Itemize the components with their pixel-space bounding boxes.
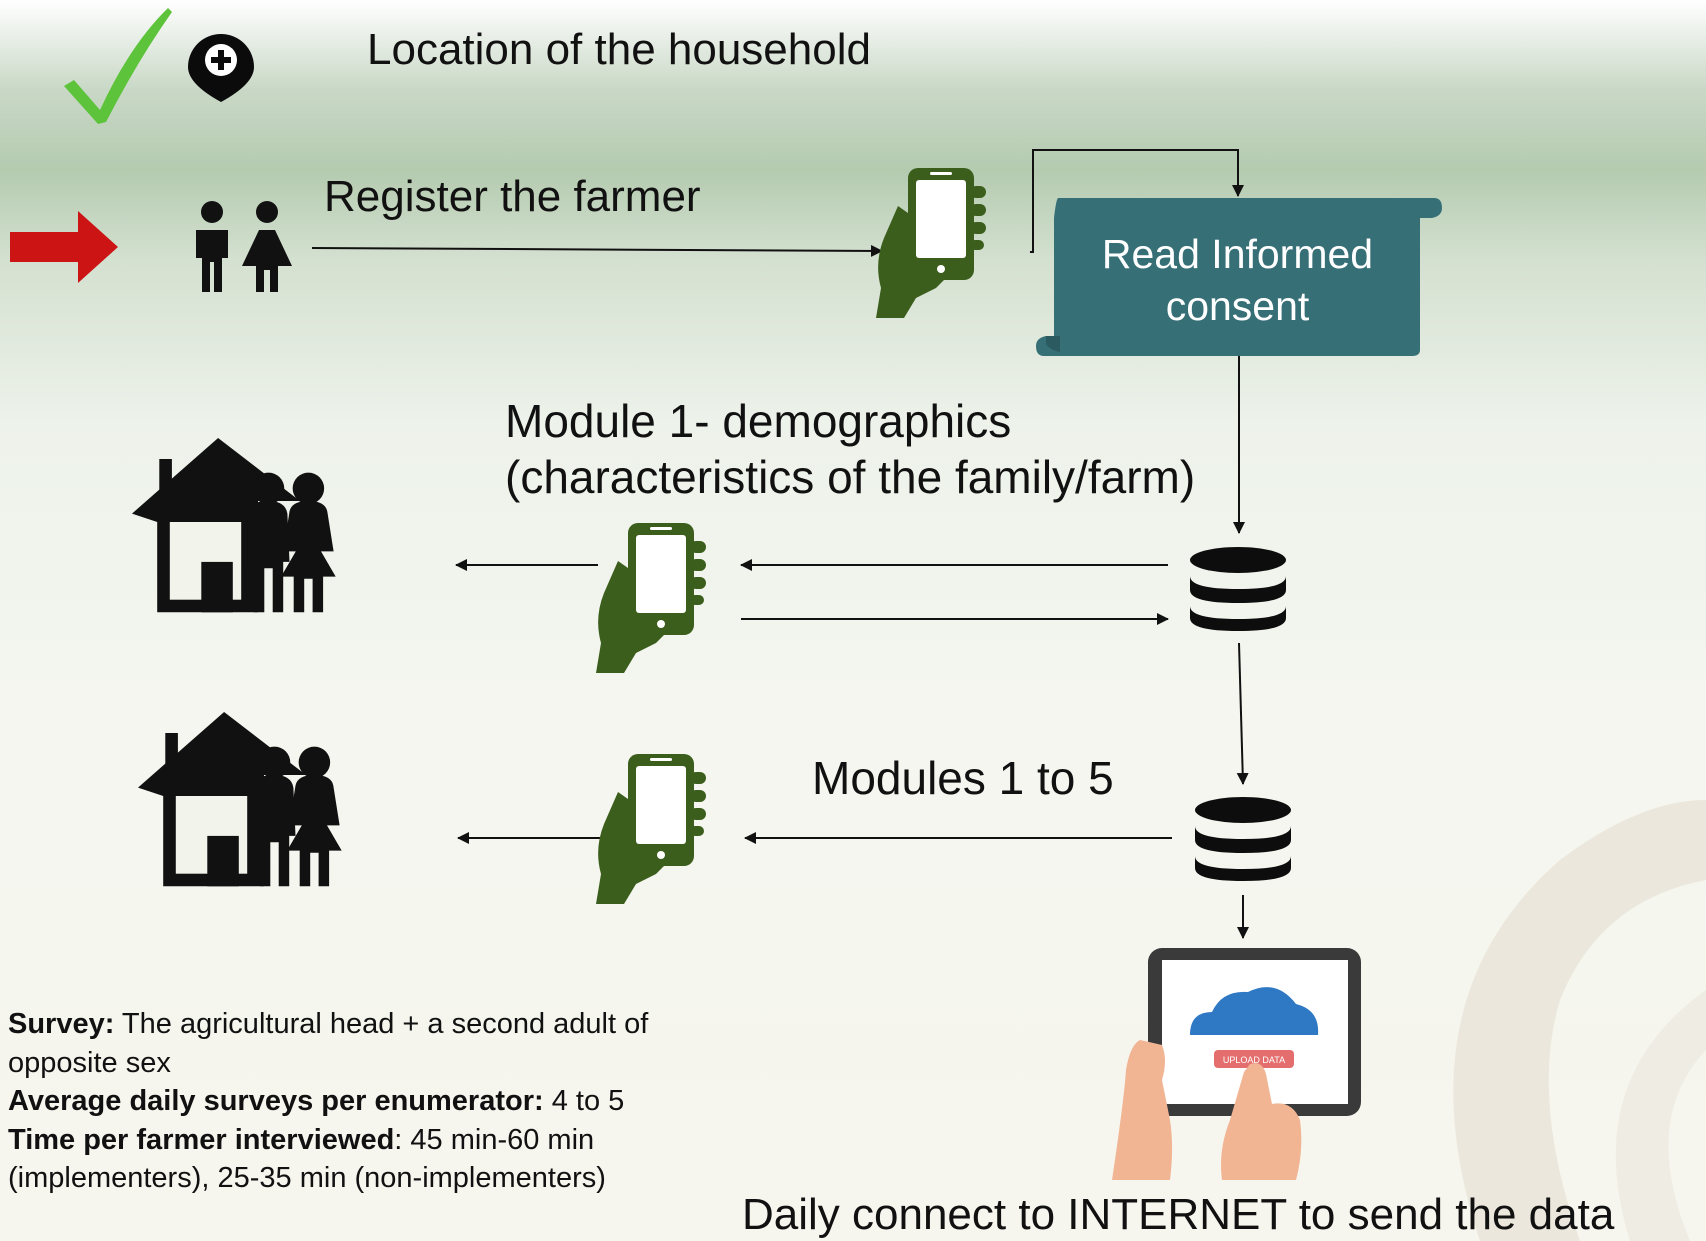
db-to-db-arrow	[1236, 642, 1249, 785]
database-icon-2	[1195, 797, 1291, 881]
check-icon	[64, 8, 172, 124]
upload-button-label: UPLOAD DATA	[1223, 1055, 1285, 1065]
time-note-value: : 45 min-60 min	[394, 1123, 595, 1156]
location-plus-icon	[188, 34, 254, 102]
survey-notes: Survey: The agricultural head + a second…	[8, 1005, 748, 1198]
survey-note-value-cont: opposite sex	[8, 1046, 171, 1079]
phone-hand-register-icon	[876, 168, 986, 318]
time-note-value-cont: (implementers), 25-35 min (non-implement…	[8, 1162, 606, 1194]
tablet-upload-icon: UPLOAD DATA	[1112, 948, 1361, 1180]
time-note-line: Time per farmer interviewed: 45 min-60 m…	[8, 1121, 748, 1160]
average-note-key: Average daily surveys per enumerator:	[8, 1085, 544, 1117]
module1-sublabel: (characteristics of the family/farm)	[505, 451, 1196, 503]
module1-label: Module 1- demographics	[505, 395, 1012, 447]
phone-hand-module1-icon	[596, 523, 706, 673]
average-note-line: Average daily surveys per enumerator: 4 …	[8, 1082, 748, 1121]
time-note-key: Time per farmer interviewed	[8, 1123, 395, 1156]
farmer-couple-icon	[196, 201, 292, 292]
survey-note-line: Survey: The agricultural head + a second…	[8, 1005, 748, 1044]
register-label: Register the farmer	[324, 172, 701, 221]
background-swirl	[1453, 800, 1706, 1241]
consent-label: Read Informed consent	[1101, 231, 1374, 329]
phone-hand-modules-icon	[596, 754, 706, 904]
database-icon	[1190, 547, 1286, 631]
modules-label: Modules 1 to 5	[812, 752, 1114, 804]
consent-connector-arrow	[1030, 149, 1244, 253]
location-label: Location of the household	[367, 25, 871, 74]
survey-note-key: Survey:	[8, 1008, 115, 1040]
current-step-arrow-icon	[10, 211, 118, 283]
informed-consent-scroll	[1036, 198, 1442, 356]
house-family-icon	[132, 438, 336, 613]
daily-upload-label: Daily connect to INTERNET to send the da…	[742, 1190, 1615, 1239]
background-swirl-small	[1615, 990, 1706, 1241]
average-note-value: 4 to 5	[543, 1085, 625, 1117]
house-family-icon-2	[138, 712, 342, 887]
survey-note-value: The agricultural head + a second adult o…	[114, 1008, 649, 1040]
register-arrow	[311, 244, 883, 257]
